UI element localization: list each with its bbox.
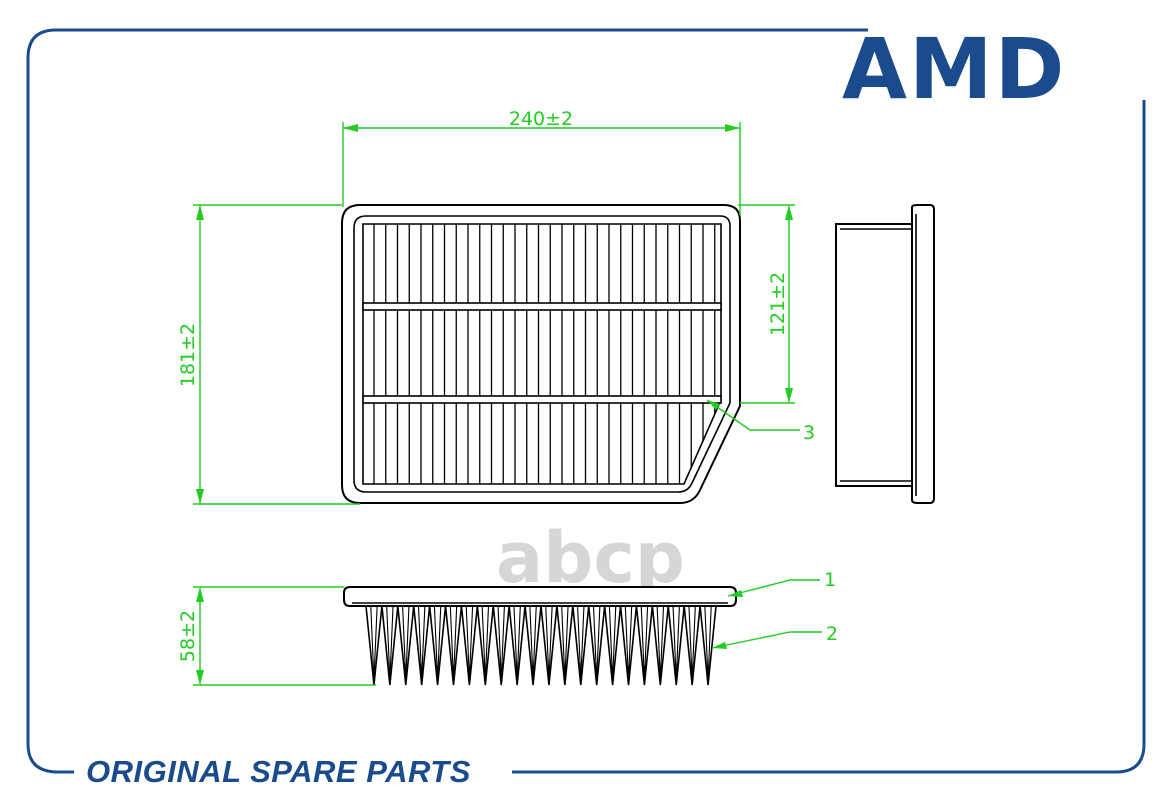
- side-body: [835, 223, 913, 487]
- side-flange: [911, 204, 935, 504]
- logo: AMD: [842, 20, 1066, 118]
- filter-top-view: [341, 204, 741, 504]
- callout-3: 3: [803, 422, 815, 444]
- dim-depth-label: 58±2: [177, 610, 199, 662]
- pleat-zigzag: [365, 605, 717, 686]
- border-frame: [26, 28, 1146, 774]
- dimension-lines: [193, 122, 822, 686]
- support-rib-upper: [362, 302, 722, 311]
- dim-cut-height-label: 121±2: [767, 272, 789, 336]
- media-area: [362, 223, 722, 485]
- callout-2: 2: [826, 623, 838, 645]
- footer-brand: ORIGINAL SPARE PARTS: [86, 754, 471, 789]
- pleat-zigzag-inner: [370, 605, 712, 681]
- callout-1: 1: [824, 569, 836, 591]
- frame-outer: [341, 204, 741, 504]
- watermark: abcp: [496, 517, 685, 599]
- filter-side-view: [835, 204, 935, 504]
- dim-width-label: 240±2: [509, 108, 573, 130]
- support-rib-lower: [362, 395, 722, 404]
- frame-inner: [353, 215, 731, 493]
- pleat-zigzag-outer: [365, 605, 717, 686]
- filter-front-view: [343, 586, 737, 686]
- pleat-lines: [373, 224, 716, 484]
- front-flange: [343, 586, 737, 607]
- dim-height-label: 181±2: [177, 323, 199, 387]
